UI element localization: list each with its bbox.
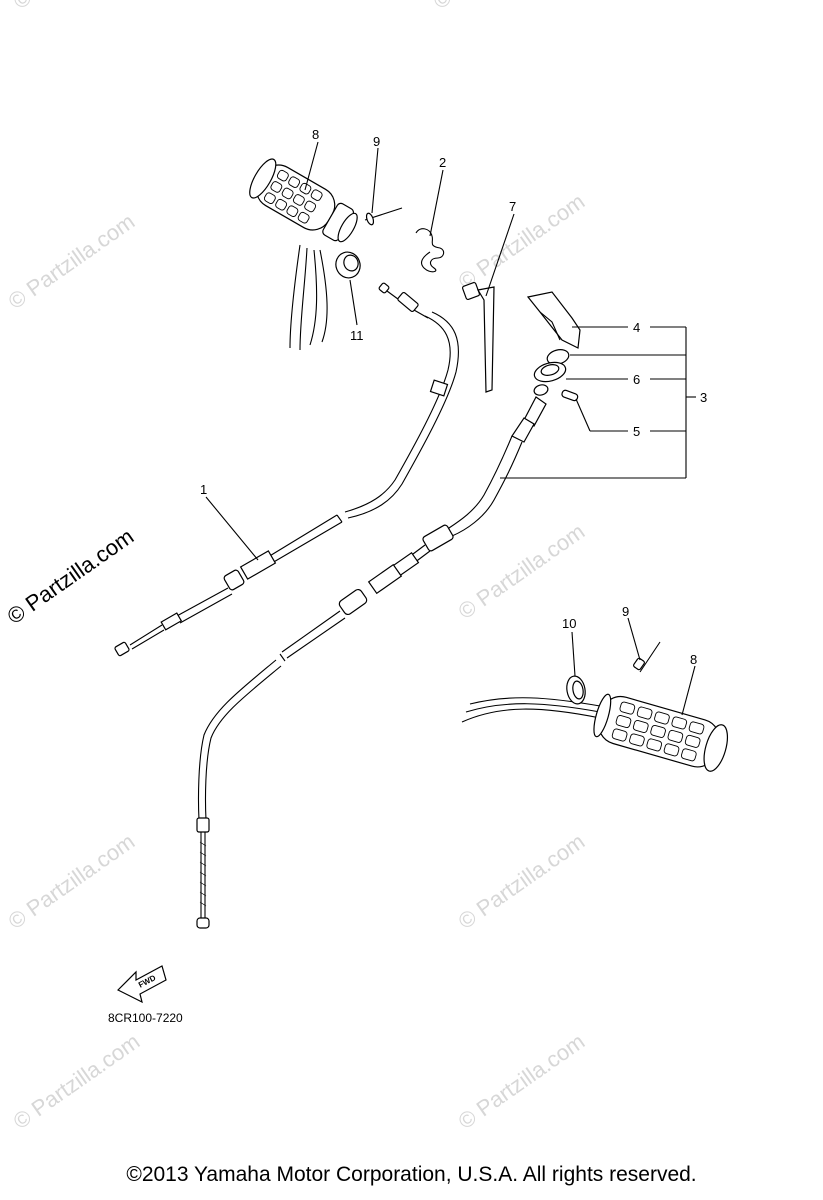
diagram-code: 8CR100-7220 — [108, 1011, 183, 1025]
callout-8: 8 — [690, 652, 697, 667]
callout-8: 8 — [312, 127, 319, 142]
cable-1: 1 — [114, 282, 459, 657]
watermark: © Partzilla.com — [429, 0, 565, 14]
cable-tie-7: 7 — [461, 199, 516, 393]
watermark: © Partzilla.com — [454, 519, 590, 625]
callout-6: 6 — [633, 372, 640, 387]
watermark: © Partzilla.com — [454, 1029, 590, 1135]
callout-7: 7 — [509, 199, 516, 214]
watermark: © Partzilla.com — [9, 1029, 145, 1135]
collar-upper: 11 — [335, 251, 364, 343]
callout-3: 3 — [700, 390, 707, 405]
callout-11: 11 — [350, 328, 364, 343]
cable-3 — [196, 396, 547, 929]
callout-9: 9 — [622, 604, 629, 619]
callout-2: 2 — [439, 155, 446, 170]
copyright-footer: ©2013 Yamaha Motor Corporation, U.S.A. A… — [126, 1163, 697, 1186]
callout-9: 9 — [373, 134, 380, 149]
watermark: © Partzilla.com — [4, 209, 140, 315]
watermark: © Partzilla.com — [9, 0, 145, 14]
cable-3-assembly: 4 6 5 3 — [500, 291, 707, 479]
watermark: © Partzilla.com — [454, 189, 590, 295]
watermark: © Partzilla.com — [4, 829, 140, 935]
screw-upper: 9 — [364, 134, 403, 226]
grip-right: 8 10 9 — [461, 604, 729, 772]
grip-left: 8 — [249, 127, 358, 351]
callout-1: 1 — [200, 482, 207, 497]
callout-5: 5 — [633, 424, 640, 439]
callout-4: 4 — [633, 320, 640, 335]
watermarks: © Partzilla.com © Partzilla.com © Partzi… — [3, 0, 590, 1134]
fwd-arrow-icon: FWD — [116, 965, 167, 1004]
callout-10: 10 — [562, 616, 576, 631]
watermark-dark: © Partzilla.com — [3, 524, 139, 630]
clip-2: 2 — [415, 155, 446, 273]
watermark: © Partzilla.com — [454, 829, 590, 935]
